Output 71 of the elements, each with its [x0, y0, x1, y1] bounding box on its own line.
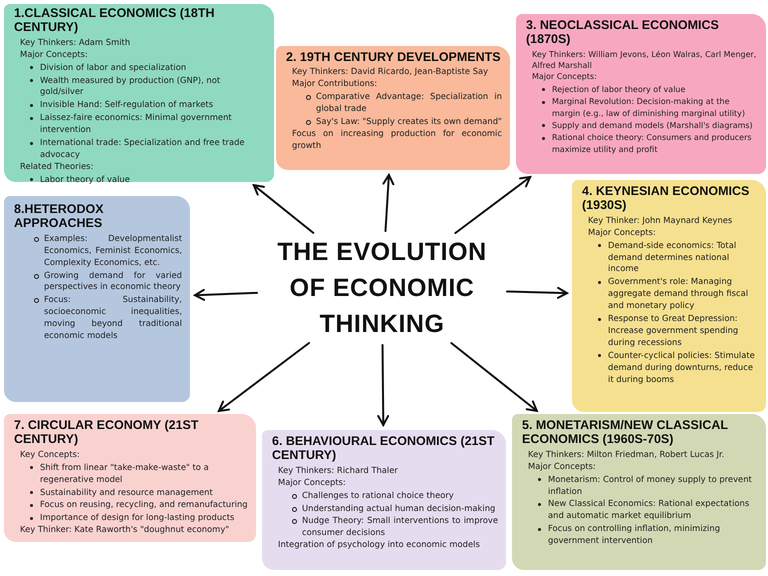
- list-item: Understanding actual human decision-making: [302, 502, 496, 514]
- section-heading: 5. MONETARISM/NEW CLASSICAL ECONOMICS (1960S-70S): [522, 418, 729, 447]
- body-text: Major Concepts:: [20, 48, 89, 61]
- list-item: Laissez-faire economics: Minimal government intervention: [40, 112, 233, 136]
- body-text: Focus on increasing production for economic growth: [292, 128, 502, 152]
- body-text: Key Thinkers: Richard Thaler: [278, 464, 399, 477]
- list-item: Supply and demand models (Marshall's diagrams): [552, 120, 754, 132]
- arrow: [252, 184, 314, 234]
- body-text: Key Thinkers: David Ricardo, Jean-Baptiste Say: [292, 66, 490, 78]
- list-item: Wealth measured by production (GNP), not gold/silver: [40, 74, 222, 98]
- section-card: [4, 196, 190, 402]
- section-card: [276, 46, 510, 170]
- body-text: Related Theories:: [20, 160, 94, 173]
- central-title: THE EVOLUTION OF ECONOMIC THINKING: [276, 236, 488, 340]
- list-item: Examples: Developmentalist Economics, Feminist Economics, Complexity Economics, etc.: [44, 232, 182, 269]
- body-text: Major Concepts:: [278, 476, 347, 489]
- list-item: Demand-side economics: Total demand determines national income: [608, 240, 738, 276]
- body-text: Key Thinker: John Maynard Keynes: [588, 214, 734, 227]
- list-item: International trade: Specialization and free trade advocacy: [40, 137, 246, 161]
- arrow: [454, 176, 532, 234]
- list-item: Response to Great Depression: Increase government spending during recessions: [608, 313, 740, 349]
- list-item: Counter-cyclical policies: Stimulate demand during downturns, reduce it during booms: [608, 350, 756, 386]
- arrow: [450, 342, 538, 412]
- list-item: Challenges to rational choice theory: [302, 490, 455, 502]
- list-item: Government's role: Managing aggregate demand through fiscal and monetary policy: [608, 276, 750, 312]
- list-item: Growing demand for varied perspectives in economic theory: [44, 270, 182, 294]
- body-text: Major Concepts:: [532, 71, 598, 83]
- arrow: [218, 342, 310, 412]
- list-item: Invisible Hand: Self-regulation of markets: [40, 99, 214, 112]
- arrow: [382, 174, 394, 232]
- list-item: Comparative Advantage: Specialization in global trade: [316, 91, 502, 116]
- list-item: Focus on reusing, recycling, and remanufacturing: [40, 499, 248, 512]
- body-text: Major Concepts:: [588, 226, 657, 239]
- list-item: Sustainability and resource management: [40, 486, 214, 498]
- arrow: [377, 344, 390, 426]
- section-heading: 6. BEHAVIOURAL ECONOMICS (21ST CENTURY): [272, 434, 496, 463]
- body-text: Major Concepts:: [528, 460, 597, 473]
- list-item: Rational choice theory: Consumers and producers maximize utility and profit: [552, 132, 753, 155]
- section-heading: 1.CLASSICAL ECONOMICS (18TH CENTURY): [14, 6, 216, 35]
- section-card: [512, 414, 766, 570]
- section-card: [572, 180, 766, 412]
- list-item: Marginal Revolution: Decision-making at the margin (e.g., law of diminishing marginal utility): [552, 96, 746, 119]
- body-text: Key Thinkers: Milton Friedman, Robert Lucas Jr.: [528, 448, 726, 461]
- list-item: Rejection of labor theory of value: [552, 84, 686, 96]
- section-heading: 7. CIRCULAR ECONOMY (21ST CENTURY): [14, 418, 200, 447]
- list-item: Importance of design for long-lasting products: [40, 512, 236, 524]
- list-item: New Classical Economics: Rational expectations and automatic market equilibrium: [548, 498, 750, 522]
- arrow: [506, 286, 568, 299]
- section-heading: 8.HETERODOX APPROACHES: [14, 202, 105, 231]
- list-item: Division of labor and specialization: [40, 62, 188, 74]
- body-text: Major Contributions:: [292, 78, 378, 90]
- body-text: Integration of psychology into economic models: [278, 539, 481, 552]
- list-item: Focus: Sustainability, socioeconomic inequalities, moving beyond traditional economic models: [44, 294, 182, 342]
- list-item: Monetarism: Control of money supply to prevent inflation: [548, 474, 753, 498]
- list-item: Nudge Theory: Small interventions to improve consumer decisions: [302, 515, 498, 540]
- body-text: Key Thinker: Kate Raworth's "doughnut economy": [20, 524, 230, 536]
- section-card: [516, 14, 766, 174]
- list-item: Shift from linear "take-make-waste" to a regenerative model: [40, 462, 210, 486]
- section-heading: 4. KEYNESIAN ECONOMICS (1930S): [582, 184, 750, 213]
- body-text: Key Concepts:: [20, 448, 81, 461]
- list-item: Say's Law: "Supply creates its own demand": [316, 116, 502, 128]
- section-card: [262, 430, 506, 570]
- section-card: [4, 4, 274, 182]
- section-heading: 2. 19TH CENTURY DEVELOPMENTS: [286, 50, 502, 64]
- list-item: Focus on controlling inflation, minimizing government intervention: [548, 523, 722, 548]
- section-card: [4, 414, 256, 542]
- list-item: Labor theory of value: [40, 174, 131, 186]
- section-heading: 3. NEOCLASSICAL ECONOMICS (1870S): [526, 18, 720, 47]
- body-text: Key Thinkers: William Jevons, Léon Walras, Carl Menger, Alfred Marshall: [532, 48, 758, 72]
- arrow: [194, 288, 258, 301]
- body-text: Key Thinkers: Adam Smith: [20, 36, 132, 49]
